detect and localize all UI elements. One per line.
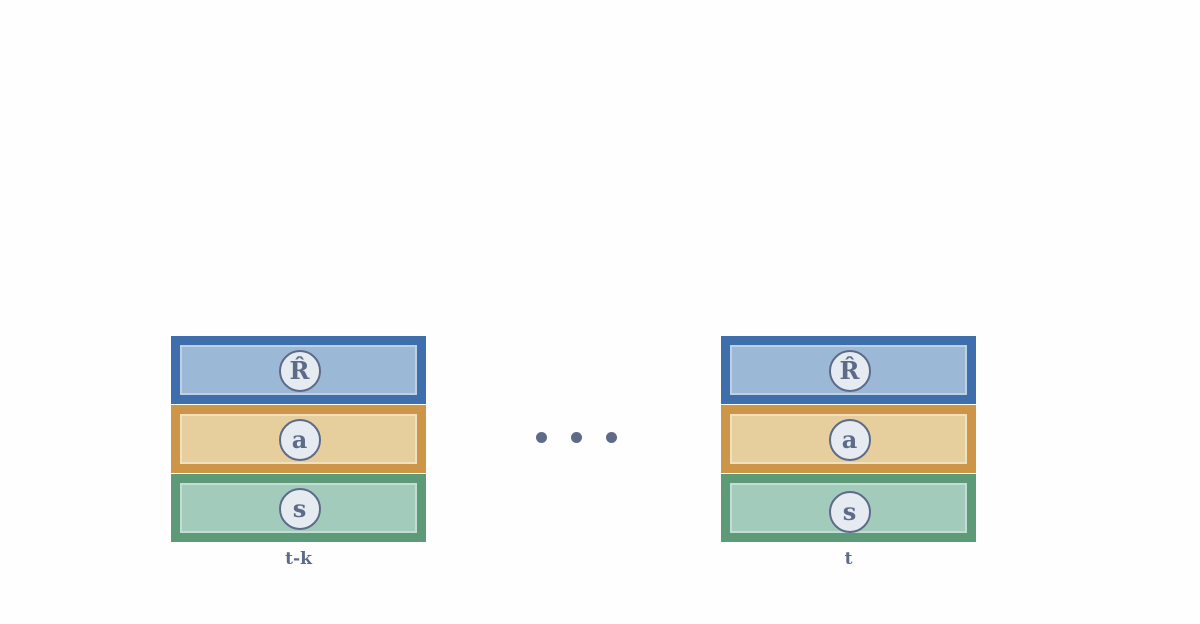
action-token: a xyxy=(828,419,871,461)
ellipsis-dot xyxy=(606,432,617,443)
state-token: s xyxy=(828,491,871,533)
return-to-go-block: R̂ xyxy=(721,336,976,404)
action-block: a xyxy=(171,405,426,473)
state-block: s xyxy=(171,474,426,542)
ellipsis xyxy=(536,432,620,444)
return-to-go-block: R̂ xyxy=(171,336,426,404)
timestep-label: t-k xyxy=(285,549,312,569)
action-block: a xyxy=(721,405,976,473)
timestep-stack-t: R̂ a s t xyxy=(721,336,976,569)
return-to-go-token: R̂ xyxy=(278,350,321,392)
state-token: s xyxy=(278,488,321,530)
ellipsis-dot xyxy=(571,432,582,443)
timestep-label: t xyxy=(844,549,853,569)
return-to-go-token: R̂ xyxy=(828,350,871,392)
timestep-stack-t-k: R̂ a s t-k xyxy=(171,336,426,569)
ellipsis-dot xyxy=(536,432,547,443)
action-token: a xyxy=(278,419,321,461)
state-block: s xyxy=(721,474,976,542)
